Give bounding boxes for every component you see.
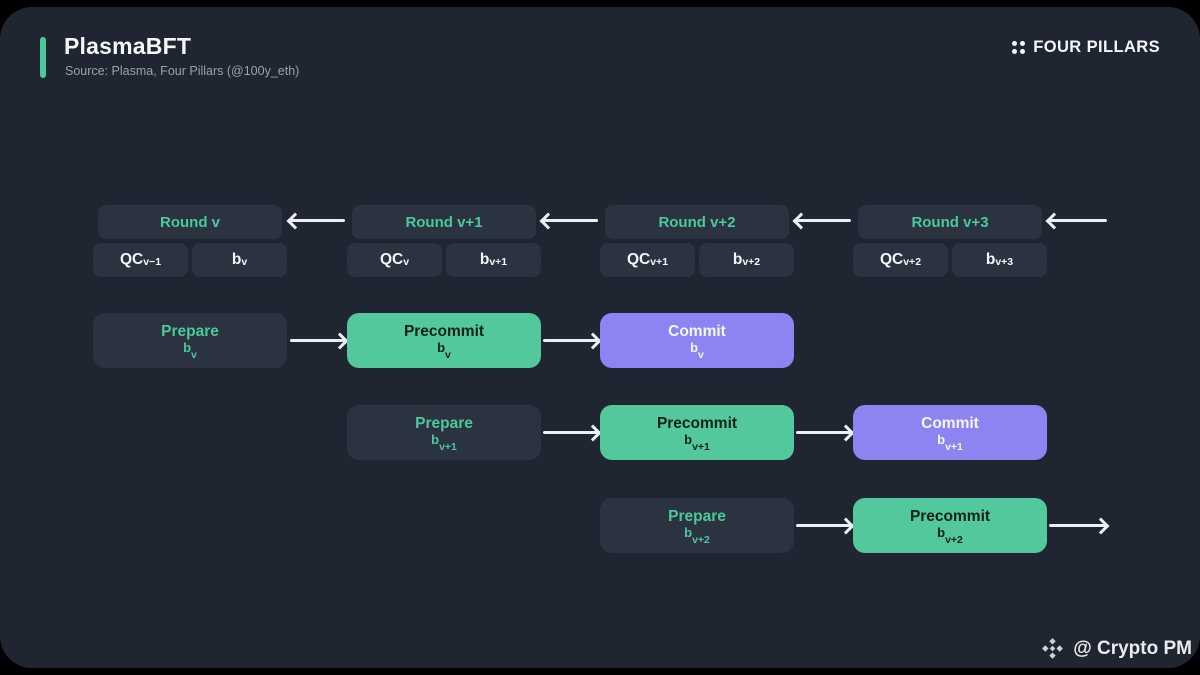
qc-label: QC xyxy=(879,251,904,268)
round-v3-header: Round v+3 xyxy=(858,205,1042,239)
block-label: b xyxy=(937,432,946,448)
block-label: b xyxy=(479,251,490,268)
qc-subscript: v+2 xyxy=(903,255,922,268)
phase-title: Prepare xyxy=(668,507,726,525)
accent-bar xyxy=(40,37,46,78)
four-dots-icon xyxy=(1012,41,1026,54)
prepare-v2-box: Prepare bv+2 xyxy=(600,498,794,553)
prepare-v-box: Prepare bv xyxy=(93,313,287,368)
block-subscript: v+3 xyxy=(995,255,1014,268)
phase-title: Precommit xyxy=(403,322,485,340)
phase-title: Prepare xyxy=(415,414,473,432)
four-pillars-logo: FOUR PILLARS xyxy=(1012,38,1160,57)
arrow-precommit-v2-to-edge xyxy=(1049,524,1106,527)
block-subscript: v xyxy=(191,348,197,361)
qc-label: QC xyxy=(626,251,651,268)
arrow-v2-to-v1 xyxy=(543,219,598,222)
phase-title: Precommit xyxy=(656,414,738,432)
block-label: b xyxy=(690,340,699,356)
arrow-precommit-to-commit-v1 xyxy=(796,431,851,434)
block-label: b xyxy=(732,251,743,268)
round-v2-header: Round v+2 xyxy=(605,205,789,239)
block-subscript: v+1 xyxy=(945,440,963,453)
arrow-prepare-to-precommit-v2 xyxy=(796,524,851,527)
round-v3-label: Round v+3 xyxy=(911,213,989,231)
binance-diamond-icon xyxy=(1042,638,1064,659)
qc-label: QC xyxy=(119,251,144,268)
block-subscript: v xyxy=(445,348,451,361)
precommit-v-box: Precommit bv xyxy=(347,313,541,368)
block-label: b xyxy=(231,251,242,268)
block-label: b xyxy=(937,525,946,541)
round-v-label: Round v xyxy=(160,213,220,231)
block-subscript: v+2 xyxy=(945,533,963,546)
block-label: b xyxy=(684,432,693,448)
phase-title: Precommit xyxy=(909,507,991,525)
arrow-edge-to-v3 xyxy=(1049,219,1107,222)
qc-subscript: v xyxy=(403,255,410,268)
phase-title: Prepare xyxy=(161,322,219,340)
arrow-prepare-to-precommit-v xyxy=(290,339,345,342)
block-subscript: v xyxy=(241,255,248,268)
watermark: @ Crypto PM xyxy=(1040,636,1192,661)
block-label: b xyxy=(183,340,192,356)
block-label: b xyxy=(431,432,440,448)
round-v1-label: Round v+1 xyxy=(405,213,483,231)
block-subscript: v+2 xyxy=(742,255,761,268)
arrow-v1-to-v xyxy=(290,219,345,222)
block-label: b xyxy=(684,525,693,541)
block-label: b xyxy=(985,251,996,268)
phase-title: Commit xyxy=(921,414,979,432)
precommit-v1-box: Precommit bv+1 xyxy=(600,405,794,460)
watermark-handle: @ Crypto PM xyxy=(1073,637,1192,659)
brand-name: FOUR PILLARS xyxy=(1033,38,1160,56)
arrow-prepare-to-precommit-v1 xyxy=(543,431,598,434)
arrow-v3-to-v2 xyxy=(796,219,851,222)
block-subscript: v+1 xyxy=(692,440,710,453)
precommit-v2-box: Precommit bv+2 xyxy=(853,498,1047,553)
block-subscript: v+1 xyxy=(489,255,508,268)
round-v1-header: Round v+1 xyxy=(352,205,536,239)
arrow-precommit-to-commit-v xyxy=(543,339,598,342)
prepare-v1-box: Prepare bv+1 xyxy=(347,405,541,460)
commit-v1-box: Commit bv+1 xyxy=(853,405,1047,460)
round-v-header: Round v xyxy=(98,205,282,239)
round-v2-label: Round v+2 xyxy=(658,213,736,231)
phase-title: Commit xyxy=(668,322,726,340)
source-caption: Source: Plasma, Four Pillars (@100y_eth) xyxy=(65,64,300,78)
qc-label: QC xyxy=(379,251,404,268)
qc-subscript: v+1 xyxy=(650,255,669,268)
qc-subscript: v−1 xyxy=(143,255,162,268)
block-subscript: v+1 xyxy=(439,440,457,453)
commit-v-box: Commit bv xyxy=(600,313,794,368)
block-subscript: v xyxy=(698,348,704,361)
page-title: PlasmaBFT xyxy=(64,33,192,59)
block-label: b xyxy=(437,340,446,356)
block-subscript: v+2 xyxy=(692,533,710,546)
